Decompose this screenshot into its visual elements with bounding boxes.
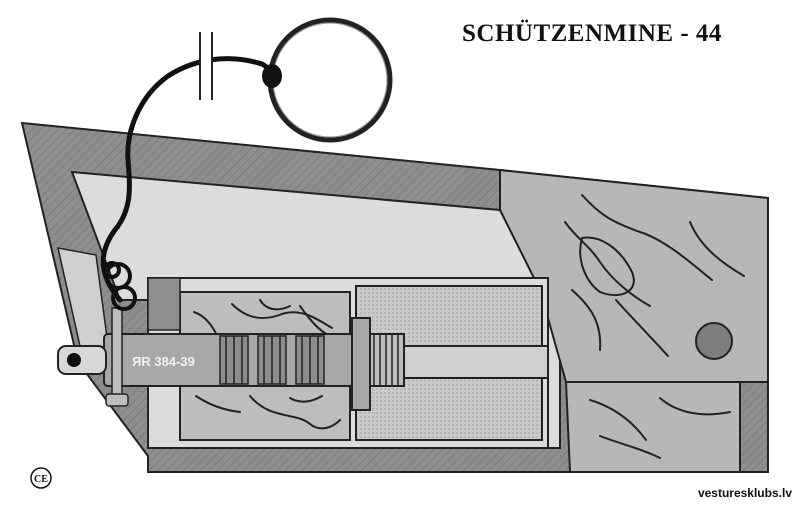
page-title: SCHÜTZENMINE - 44	[462, 20, 722, 47]
fuze-ribs	[219, 335, 325, 385]
lid-pin-hole	[695, 322, 733, 360]
cord-break-mark	[199, 32, 213, 100]
base-wood-block	[564, 381, 741, 473]
cord-loops	[103, 261, 137, 311]
side-plug	[147, 277, 181, 331]
ce-badge-icon: CE	[30, 467, 52, 489]
striker-head	[57, 307, 129, 407]
pull-cord	[100, 56, 275, 303]
pull-ring-icon	[262, 17, 393, 143]
ce-badge-text: CE	[34, 474, 48, 485]
fuze-collar	[351, 317, 405, 411]
fuze-body-marking: ЯR 384-39	[132, 354, 195, 369]
source-credit: vesturesklubs.lv	[697, 486, 792, 500]
base-wood-grain	[589, 397, 731, 459]
lid-wood-grain	[564, 194, 745, 357]
